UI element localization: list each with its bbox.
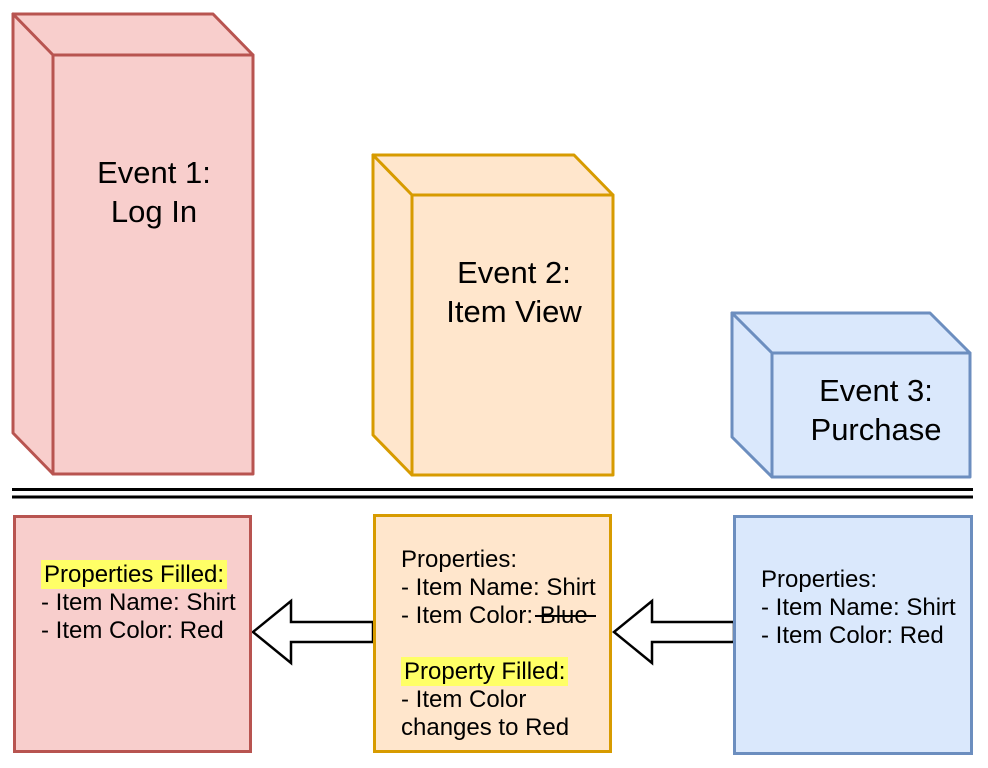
event3-label-line1: Event 3:: [819, 373, 933, 408]
event3-label: Event 3: Purchase: [811, 371, 942, 449]
properties-heading: Properties:: [401, 546, 518, 573]
property-line-item-name: - Item Name: Shirt: [401, 574, 596, 601]
blank-line: [401, 630, 596, 658]
event3-cube: [730, 311, 972, 479]
event1-properties-panel: Properties Filled: - Item Name: Shirt - …: [13, 515, 252, 753]
property-filled-note-line2: changes to Red: [401, 714, 570, 741]
event3-properties-text: Properties: - Item Name: Shirt - Item Co…: [761, 566, 956, 650]
event1-label: Event 1: Log In: [97, 153, 211, 231]
flow-arrow-event3-to-event2-icon: [612, 598, 736, 666]
property-line-item-name: - Item Name: Shirt: [761, 594, 956, 621]
event1-label-line2: Log In: [110, 194, 198, 229]
event2-label-line1: Event 2:: [457, 255, 571, 290]
property-filled-heading: Property Filled:: [401, 657, 596, 686]
property-line-item-color: - Item Color: Blue: [401, 602, 596, 630]
item-color-struck-value: Blue: [534, 602, 596, 629]
event3-properties-panel: Properties: - Item Name: Shirt - Item Co…: [733, 515, 973, 755]
properties-filled-highlight: Properties Filled:: [41, 560, 228, 589]
property-line-item-name: - Item Name: Shirt: [41, 589, 236, 616]
properties-heading: Properties:: [761, 566, 878, 593]
event2-label: Event 2: Item View: [446, 253, 582, 331]
event2-cube-body: [371, 153, 615, 477]
event2-cube-edges: [371, 153, 615, 477]
event2-label-line2: Item View: [446, 294, 582, 329]
event3-label-line2: Purchase: [810, 412, 942, 447]
event1-label-line1: Event 1:: [97, 155, 211, 190]
event1-properties-text: Properties Filled: - Item Name: Shirt - …: [41, 560, 236, 645]
event2-cube: [371, 153, 615, 477]
event1-cube-body: [11, 12, 255, 476]
event3-cube-edges: [730, 311, 972, 479]
event1-cube: [11, 12, 255, 476]
item-color-prefix: - Item Color:: [401, 602, 540, 629]
event1-cube-edges: [11, 12, 255, 476]
property-line-item-color: - Item Color: Red: [41, 617, 224, 644]
property-line-item-color: - Item Color: Red: [761, 622, 944, 649]
properties-filled-heading: Properties Filled:: [41, 560, 236, 589]
separator-double-line: [12, 488, 973, 499]
event2-properties-panel: Properties: - Item Name: Shirt - Item Co…: [373, 514, 612, 753]
property-filled-note-line1: - Item Color: [401, 686, 527, 713]
property-filled-highlight: Property Filled:: [401, 657, 569, 686]
flow-arrow-event2-to-event1-icon: [251, 598, 375, 666]
event2-properties-text: Properties: - Item Name: Shirt - Item Co…: [401, 546, 596, 742]
